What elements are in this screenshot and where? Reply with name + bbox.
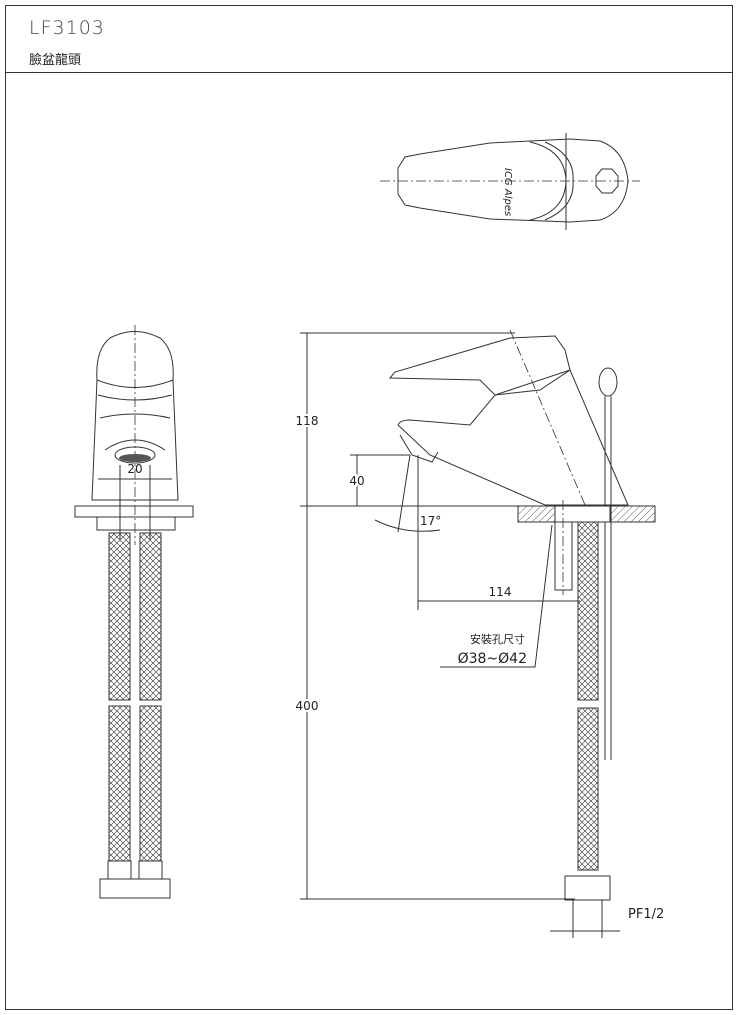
dim-outlet-width: 20 xyxy=(127,462,142,476)
dim-angle: 17° xyxy=(420,514,441,528)
thread-size: PF1/2 xyxy=(628,907,664,922)
product-name: 臉盆龍頭 xyxy=(29,53,82,68)
drawing-frame xyxy=(5,5,733,1010)
hole-label: 安裝孔尺寸 xyxy=(470,632,525,646)
front-view: 20 xyxy=(74,325,194,899)
side-view: 118 400 40 17° 114 安裝孔尺寸 Ø38~Ø42 xyxy=(294,329,664,938)
dim-hose-length: 400 xyxy=(296,699,319,713)
logo-text: ICG Alpes xyxy=(502,168,513,216)
dim-handle-height: 118 xyxy=(296,414,319,428)
dim-reach: 114 xyxy=(489,585,512,599)
model-number: LF3103 xyxy=(29,17,105,39)
dim-spout-height: 40 xyxy=(349,474,364,488)
hole-size: Ø38~Ø42 xyxy=(458,651,527,667)
title-block: LF3103 臉盆龍頭 xyxy=(5,5,733,73)
logo: ICG Alpes xyxy=(502,168,513,216)
top-view: ICG Alpes xyxy=(380,133,640,230)
